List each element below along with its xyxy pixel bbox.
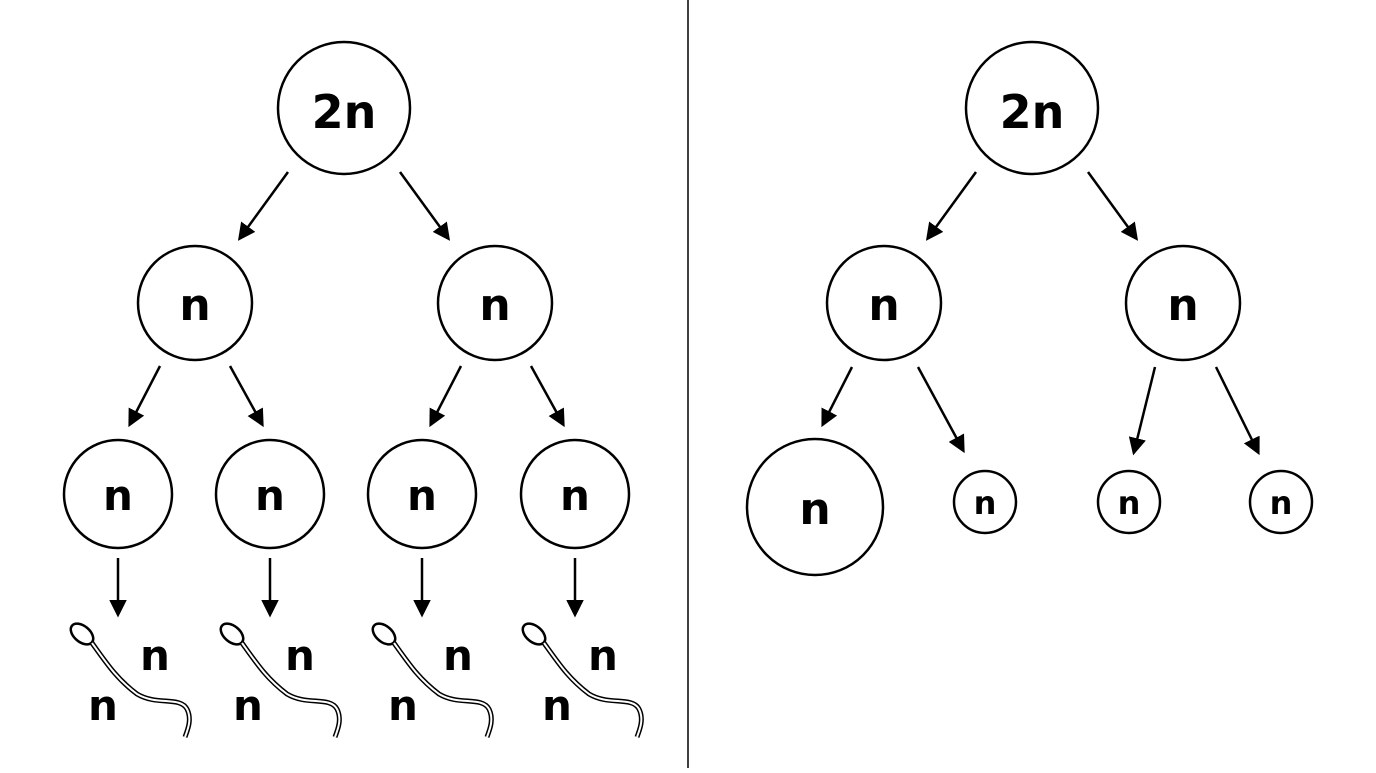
sperm-label: n: [140, 631, 170, 680]
sperm-icon: [519, 620, 641, 737]
left-level2-label-3: n: [407, 471, 437, 520]
sperm-label: n: [542, 681, 572, 730]
right-root-cell: [964, 40, 1100, 176]
arrow: [228, 365, 264, 428]
left-level2-cell-4: [519, 438, 631, 550]
right-panel: 2n n n n n n n: [745, 40, 1314, 577]
right-level1-cell-2: [1124, 244, 1242, 362]
left-level1-label-1: n: [179, 280, 210, 331]
arrow: [429, 365, 463, 428]
arrow: [1086, 171, 1139, 241]
sperm-label: n: [588, 631, 618, 680]
left-panel: 2n n n n n n n n n: [62, 40, 641, 737]
arrow: [529, 365, 565, 428]
left-level2-label-4: n: [560, 471, 590, 520]
right-level1-label-2: n: [1167, 280, 1198, 331]
left-level2-cell-1: [62, 438, 174, 550]
polar-body-1: [952, 469, 1018, 535]
polar-body-3: [1248, 469, 1314, 535]
left-level2-cell-2: [214, 438, 326, 550]
right-level1-label-1: n: [868, 280, 899, 331]
right-root-label: 2n: [1000, 85, 1065, 139]
left-root-label: 2n: [312, 85, 377, 139]
left-root-cell: [276, 40, 412, 176]
arrow: [1128, 366, 1157, 456]
arrow: [821, 366, 854, 428]
left-level2-label-2: n: [255, 471, 285, 520]
sperm-label: n: [388, 681, 418, 730]
sperm-label: n: [443, 631, 473, 680]
arrow: [128, 365, 162, 428]
left-level1-cell-2: [436, 244, 554, 362]
left-level2-label-1: n: [103, 471, 133, 520]
arrow: [925, 171, 978, 241]
right-level1-cell-1: [825, 244, 943, 362]
left-level2-cell-3: [366, 438, 478, 550]
egg-cell: [745, 437, 885, 577]
left-level1-label-2: n: [479, 280, 510, 331]
sperm-label: n: [88, 681, 118, 730]
polar-body-label-3: n: [1270, 484, 1293, 522]
left-level1-cell-1: [136, 244, 254, 362]
sperm-icon: [67, 620, 189, 737]
sperm-label: n: [233, 681, 263, 730]
egg-cell-label: n: [799, 484, 830, 535]
arrow: [916, 366, 965, 454]
arrow: [237, 171, 290, 241]
polar-body-label-1: n: [974, 484, 997, 522]
polar-body-2: [1096, 469, 1162, 535]
arrow: [398, 171, 451, 241]
sperm-label: n: [285, 631, 315, 680]
arrow: [1214, 366, 1260, 456]
polar-body-label-2: n: [1118, 484, 1141, 522]
